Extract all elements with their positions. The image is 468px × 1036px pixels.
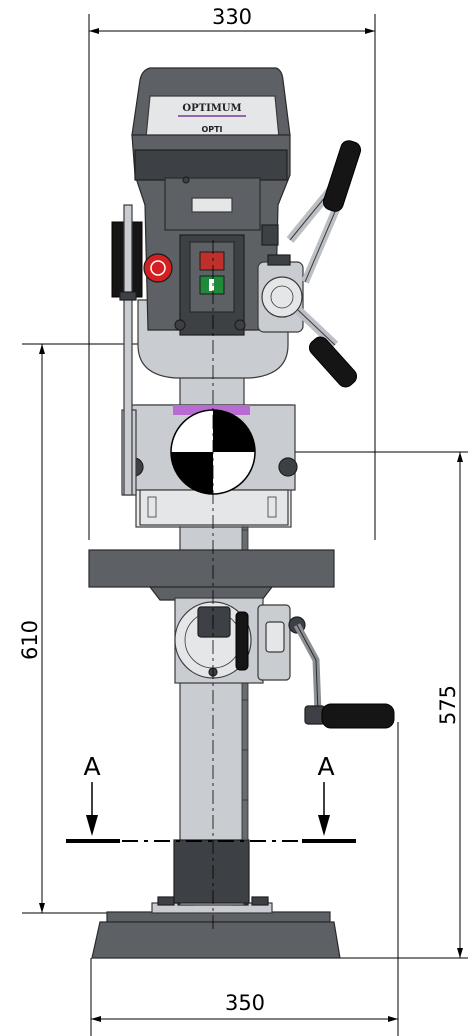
chuck-guard — [121, 404, 298, 528]
base — [91, 896, 341, 959]
dimension-bottom: 350 — [90, 722, 399, 1036]
feed-hub — [257, 140, 362, 388]
depth-stop — [111, 204, 143, 496]
section-mark-left: A — [83, 752, 100, 781]
stop-button[interactable] — [199, 251, 225, 271]
model-label: OPTI — [201, 125, 222, 134]
dimension-top-label: 330 — [212, 5, 252, 29]
section-mark-right: A — [317, 752, 334, 781]
dimension-bottom-label: 350 — [225, 991, 265, 1015]
section-line: A A — [66, 752, 356, 843]
dimension-right-label: 575 — [436, 685, 460, 725]
emergency-stop-button[interactable] — [143, 253, 173, 283]
dimension-right: 575 — [290, 451, 468, 959]
dimension-left-label: 610 — [18, 620, 42, 660]
brand-label: OPTIMUM — [182, 103, 241, 114]
drill-head: OPTIMUM OPTI — [131, 67, 291, 336]
dimension-left: 610 — [18, 343, 213, 914]
work-table — [88, 549, 395, 729]
